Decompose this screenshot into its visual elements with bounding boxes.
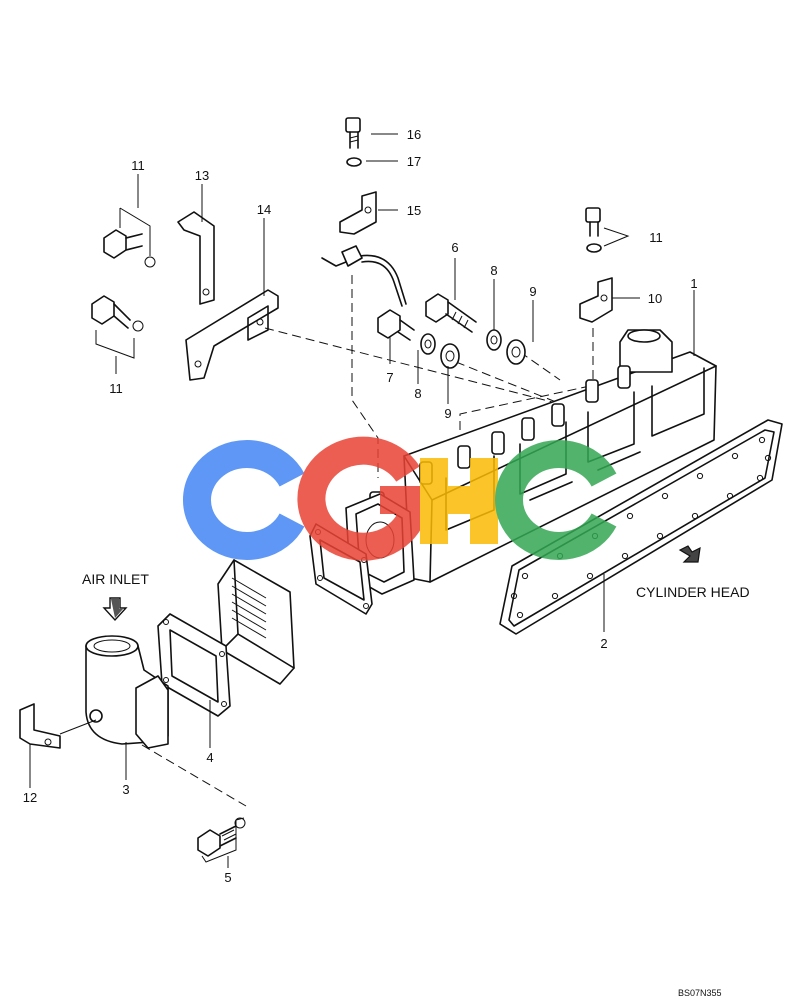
wire-harness — [321, 245, 407, 307]
callout-11-lower: 11 — [109, 381, 123, 396]
callout-4: 4 — [206, 750, 213, 765]
part-4-heater — [217, 559, 295, 685]
callout-13: 13 — [195, 168, 209, 183]
air-inlet-label: AIR INLET — [82, 571, 149, 587]
part-15-bracket — [339, 191, 377, 235]
figure-code: BS07N355 — [678, 988, 722, 998]
callout-5: 5 — [224, 870, 231, 885]
leader-lines — [29, 133, 695, 868]
cylinder-head-label: CYLINDER HEAD — [636, 584, 750, 600]
callout-1: 1 — [690, 276, 697, 291]
callout-16: 16 — [407, 127, 421, 142]
callout-3: 3 — [122, 782, 129, 797]
part-9-washer-left — [440, 343, 460, 369]
part-7-bolt — [377, 309, 415, 341]
part-3-air-inlet-elbow — [85, 635, 169, 749]
callout-9-left: 9 — [444, 406, 451, 421]
callout-9-right: 9 — [529, 284, 536, 299]
part-13-bracket — [177, 211, 215, 305]
part-8-washer-right — [486, 329, 502, 351]
heater-gasket — [157, 613, 231, 717]
part-12-bracket — [19, 703, 97, 749]
air-inlet-arrow-icon — [102, 597, 128, 622]
cylinder-head-arrow-icon — [678, 545, 701, 563]
part-8-washer-left — [420, 333, 436, 355]
assembly-lines — [141, 275, 594, 807]
callout-11-right: 11 — [649, 230, 663, 245]
part-11-bolt-lower — [91, 295, 144, 359]
callout-2: 2 — [600, 636, 607, 651]
part-11-bolt-right — [585, 207, 602, 253]
callout-8-left: 8 — [414, 386, 421, 401]
watermark-logo — [183, 436, 617, 561]
callout-10: 10 — [648, 291, 662, 306]
part-11-bolt-upper — [103, 207, 156, 268]
callout-15: 15 — [407, 203, 421, 218]
callout-14: 14 — [257, 202, 271, 217]
part-14-bracket — [185, 289, 279, 381]
callout-11-upper: 11 — [131, 158, 145, 173]
callout-7: 7 — [386, 370, 393, 385]
part-9-washer-right — [506, 339, 526, 365]
callout-12: 12 — [23, 790, 37, 805]
part-5-bolt — [197, 817, 246, 863]
callout-6: 6 — [451, 240, 458, 255]
callout-17: 17 — [407, 154, 421, 169]
callout-8-right: 8 — [490, 263, 497, 278]
part-17-washer — [346, 157, 362, 167]
callouts: 16 17 15 11 13 14 11 6 8 9 7 8 9 11 10 1… — [23, 127, 698, 885]
part-6-bolt — [425, 293, 477, 333]
part-16-bolt — [345, 117, 361, 149]
part-10-bracket — [579, 277, 613, 323]
